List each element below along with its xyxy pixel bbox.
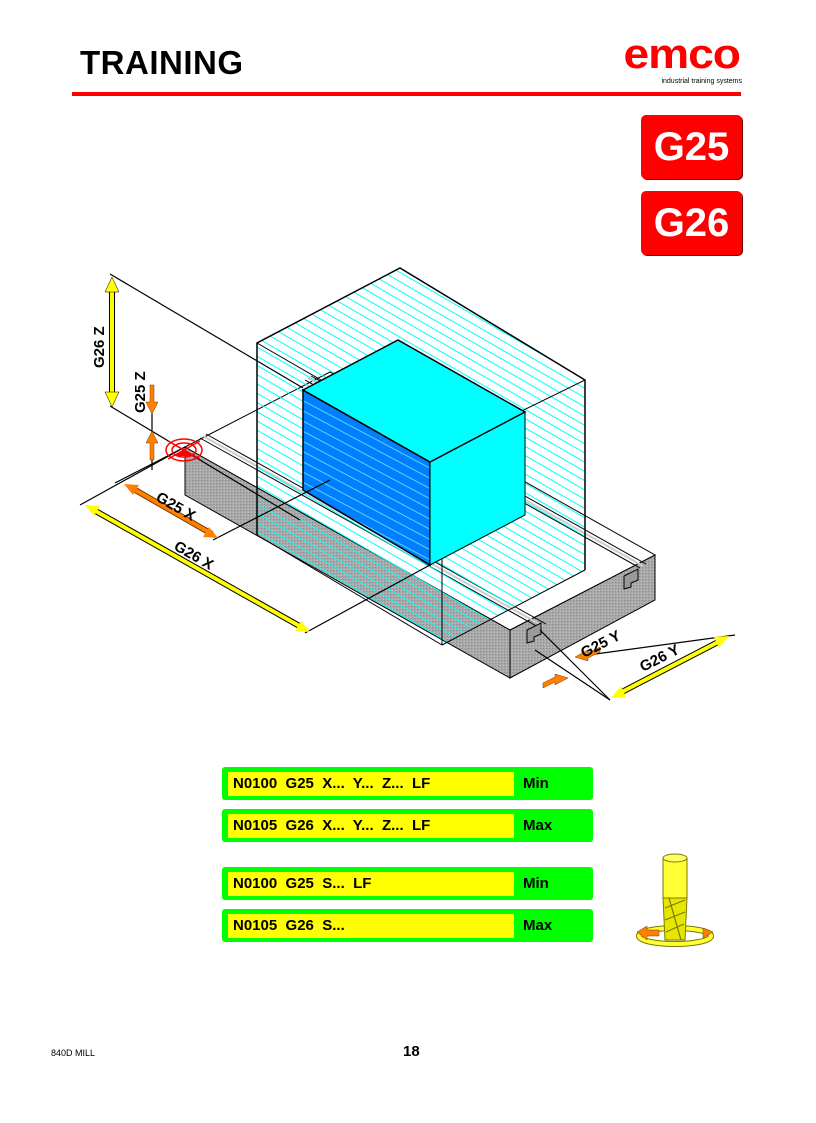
- g26-badge: G26: [641, 191, 742, 255]
- code-block-g26-spindle: N0105 G26 S... Max: [222, 909, 593, 942]
- page-number: 18: [403, 1043, 420, 1060]
- page-title: TRAINING: [80, 44, 244, 81]
- code-tag: Max: [523, 817, 553, 834]
- footer-document-label: 840D MILL: [51, 1048, 96, 1058]
- logo-wordmark: emco: [623, 31, 741, 78]
- working-area-limitation-diagram: G26 Z G25 Z G25 X G26 X G25 Y G26 Y: [79, 267, 736, 701]
- milling-cutter-rotation-icon: [636, 853, 714, 947]
- g25-badge: G25: [641, 115, 742, 179]
- emco-logo: emco industrial training systems: [616, 34, 744, 88]
- code-tag: Min: [523, 875, 549, 892]
- code-text: N0100 G25 X... Y... Z... LF: [228, 772, 514, 796]
- code-block-g25-spindle: N0100 G25 S... LF Min: [222, 867, 593, 900]
- g25-z-label: G25 Z: [132, 371, 149, 413]
- g26-z-label: G26 Z: [91, 326, 108, 368]
- code-text: N0100 G25 S... LF: [228, 872, 514, 896]
- header-divider: [72, 92, 741, 96]
- code-text: N0105 G26 S...: [228, 914, 514, 938]
- g25-y-arrows: [542, 646, 601, 689]
- g25-z-arrows: [145, 384, 159, 461]
- g26-z-arrow: [104, 276, 120, 408]
- code-block-g25-xyz: N0100 G25 X... Y... Z... LF Min: [222, 767, 593, 800]
- code-tag: Max: [523, 917, 553, 934]
- reference-point-marker: [165, 438, 203, 462]
- dimension-lines: [79, 273, 736, 701]
- code-text: N0105 G26 X... Y... Z... LF: [228, 814, 514, 838]
- code-tag: Min: [523, 775, 549, 792]
- code-block-g26-xyz: N0105 G26 X... Y... Z... LF Max: [222, 809, 593, 842]
- workpiece: [301, 339, 527, 567]
- g25-x-arrow: [124, 484, 218, 538]
- g26-x-arrow: [85, 505, 310, 632]
- g26-y-arrow: [611, 636, 729, 698]
- logo-subtitle: industrial training systems: [661, 78, 742, 85]
